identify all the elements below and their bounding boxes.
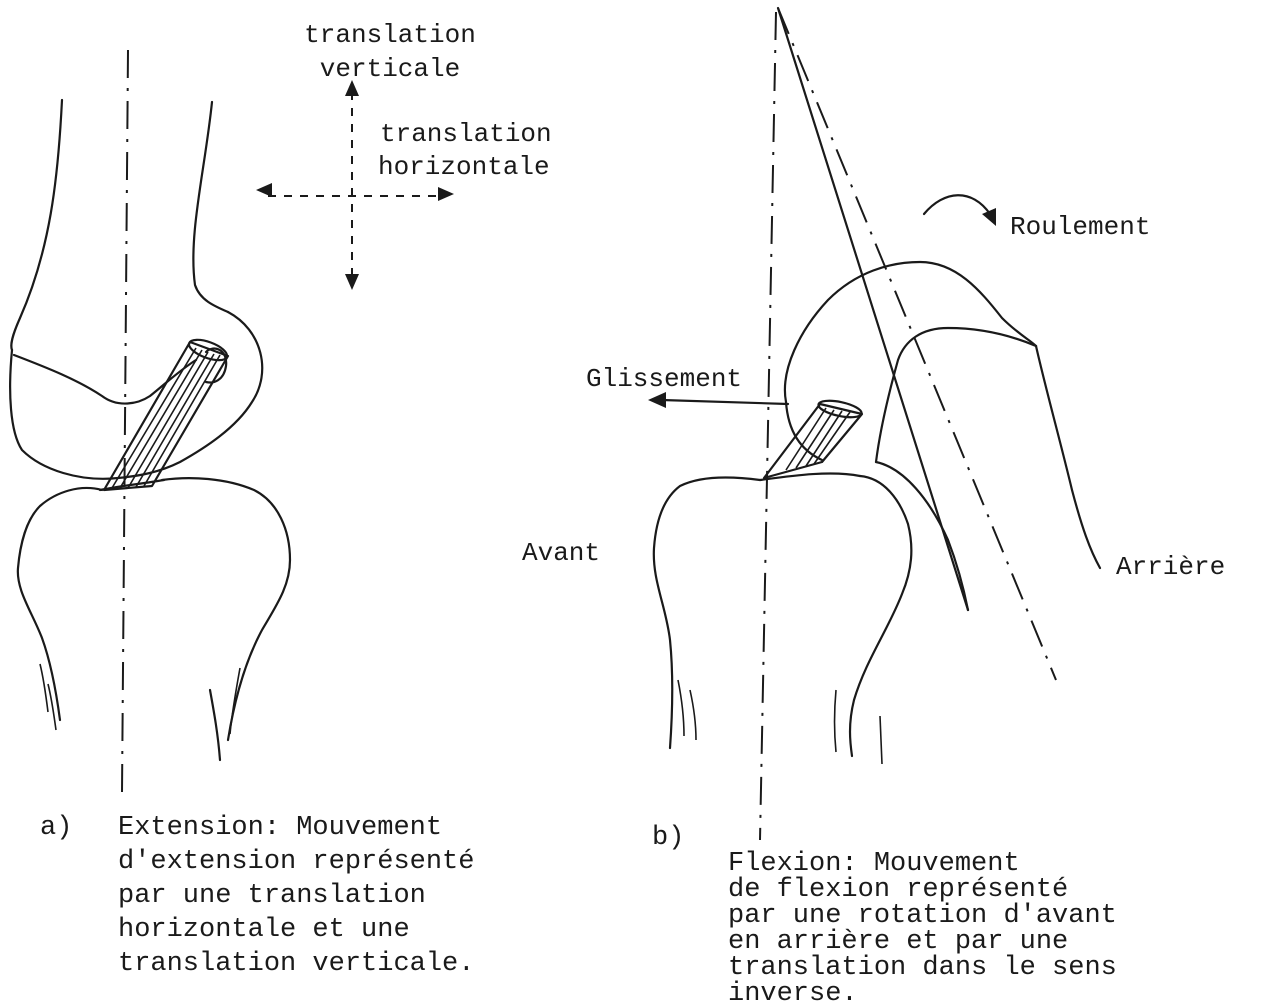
tibia-hatch-3 <box>230 668 240 734</box>
tibia-b-outline-right <box>850 476 911 756</box>
glissement-arrowhead-icon <box>648 392 666 408</box>
flexed-condyle-front <box>786 402 822 460</box>
label-translation-horizontale-2: horizontale <box>378 152 550 182</box>
panel-a-extension: translation verticale translation horizo… <box>10 20 552 979</box>
tibia-hatch-2 <box>40 664 48 712</box>
tibia-b-hatch-4 <box>880 716 882 764</box>
panel-b-rotation-solid-line <box>778 8 968 610</box>
label-glissement: Glissement <box>586 364 742 394</box>
tibia-b-hatch-2 <box>690 690 696 740</box>
femur-shaft-right-edge <box>193 102 228 312</box>
arrow-right-icon <box>438 187 454 201</box>
femur-shaft-left-edge <box>11 100 62 350</box>
label-avant: Avant <box>522 538 600 568</box>
roulement-curved-arrow <box>924 195 990 214</box>
tibia-b-hatch-3 <box>835 690 837 752</box>
caption-b-line: inverse. <box>728 979 858 1006</box>
femoral-condyle-outline <box>10 312 262 479</box>
caption-a-line: Extension: Mouvement <box>118 813 442 843</box>
panel-b-flexion: Roulement Glissement Avant Arrière b) Fl… <box>522 8 1225 1006</box>
tibia-outline <box>18 488 102 720</box>
cruciate-ligament-b <box>764 398 863 478</box>
label-roulement: Roulement <box>1010 212 1150 242</box>
panel-b-vertical-axis <box>760 12 776 840</box>
roulement-arrowhead-icon <box>982 208 996 226</box>
caption-a-marker: a) <box>40 813 72 843</box>
glissement-arrow-line <box>662 400 788 404</box>
arrow-down-icon <box>345 274 359 290</box>
translation-arrows <box>256 80 454 290</box>
arrow-left-icon <box>256 183 272 197</box>
label-translation-verticale-2: verticale <box>320 54 460 84</box>
caption-a-line: par une translation <box>118 881 426 911</box>
tibia-b-back-edge <box>876 462 968 610</box>
tibia-b-outline <box>654 478 760 748</box>
flexed-femur-outline <box>785 262 1036 402</box>
label-translation-verticale-1: translation <box>304 20 476 50</box>
panel-a-vertical-axis <box>122 50 128 792</box>
label-arriere: Arrière <box>1116 552 1225 582</box>
tibia-b-hatch-1 <box>678 680 684 736</box>
tibia-outline-right <box>162 478 290 740</box>
panel-b-rotation-dashed-line <box>778 8 1056 680</box>
caption-a-line: d'extension représenté <box>118 847 474 877</box>
label-translation-horizontale-1: translation <box>380 119 552 149</box>
fibula-line <box>210 690 220 760</box>
caption-a-line: translation verticale. <box>118 949 474 979</box>
caption-b: b) Flexion: Mouvement de flexion représe… <box>652 823 1117 1006</box>
caption-a: a) Extension: Mouvement d'extension repr… <box>40 813 474 979</box>
flexed-femur-shaft-back <box>1036 346 1100 568</box>
caption-b-marker: b) <box>652 823 684 853</box>
caption-a-line: horizontale et une <box>118 915 410 945</box>
